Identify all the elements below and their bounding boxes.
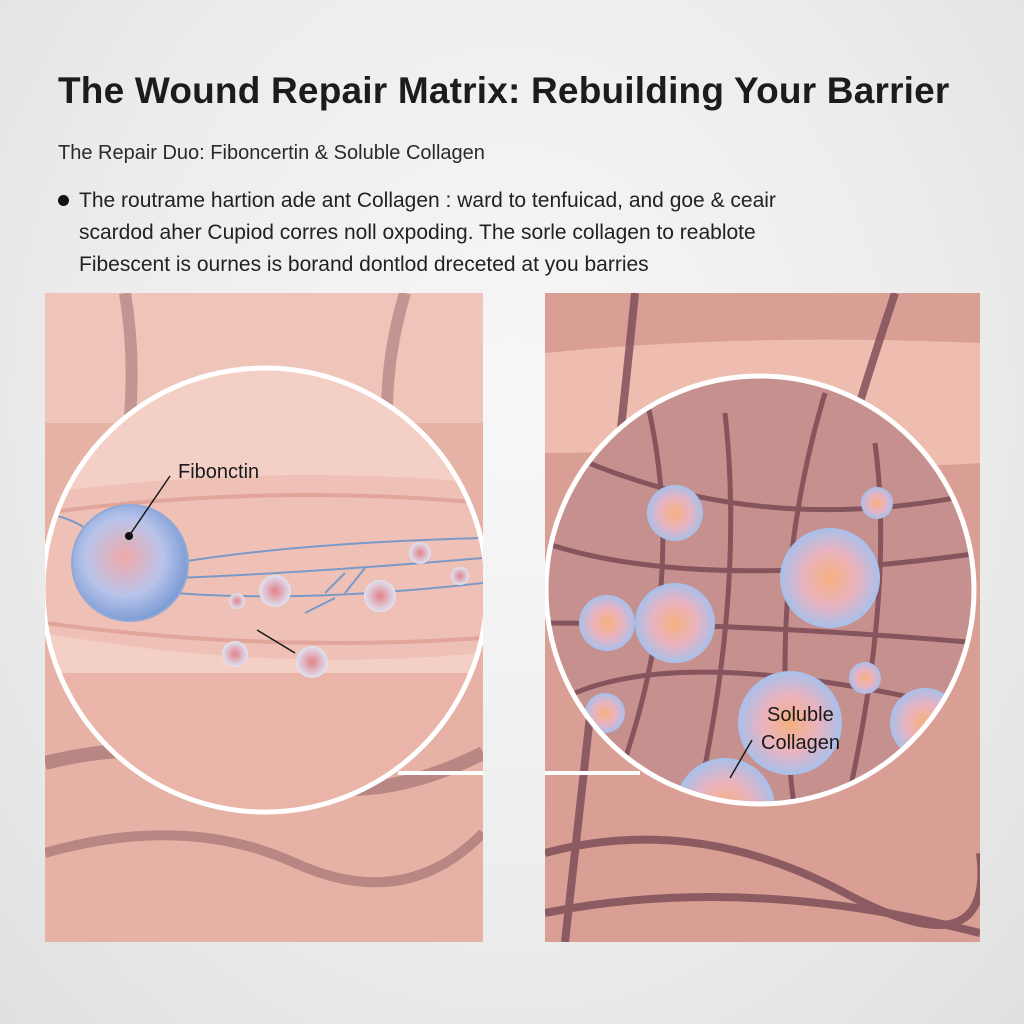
subtitle: The Repair Duo: Fiboncertin & Soluble Co… — [58, 142, 485, 164]
soluble-collagen-label-line1: Soluble — [767, 704, 834, 726]
soluble-collagen-label-line2: Collagen — [761, 732, 840, 754]
callout-dot — [125, 532, 133, 540]
bullet-paragraph: The routrame hartion ade ant Collagen : … — [58, 185, 858, 281]
fibronectin-illustration: Fibonctin — [45, 293, 483, 942]
bullet-line: scardod aher Cupiod corres noll oxpoding… — [79, 221, 756, 244]
fibronectin-label: Fibonctin — [178, 461, 259, 483]
bullet-dot-icon — [58, 195, 69, 206]
bullet-line: Fibescent is ournes is borand dontlod dr… — [79, 253, 649, 276]
page-title: The Wound Repair Matrix: Rebuilding Your… — [58, 70, 950, 111]
callout-line — [128, 475, 171, 537]
bullet-line: The routrame hartion ade ant Collagen : … — [79, 189, 776, 212]
soluble-collagen-illustration: Soluble Collagen — [545, 293, 980, 942]
